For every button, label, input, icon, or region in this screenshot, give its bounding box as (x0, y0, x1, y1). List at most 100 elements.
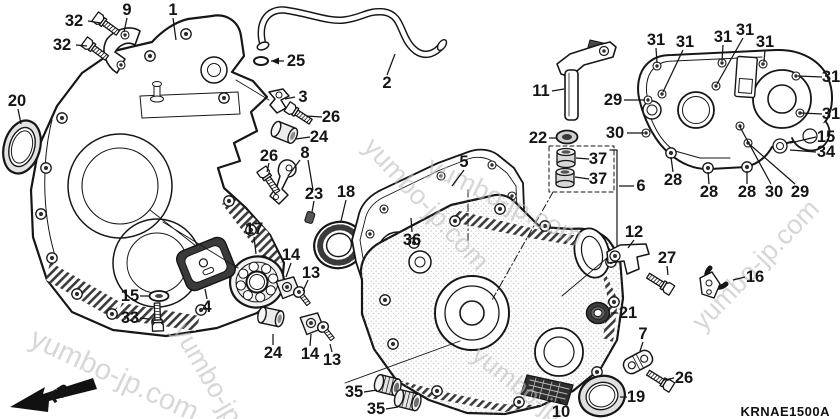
bracket-12 (606, 243, 650, 275)
part-callout-35: 35 (345, 383, 363, 401)
callout-leader-34 (789, 149, 817, 153)
callout-leader-37 (575, 157, 590, 160)
part-callout-1: 1 (168, 1, 177, 19)
leader-arrowhead (271, 57, 279, 65)
part-callout-28: 28 (664, 171, 682, 189)
diagram-artwork: FR. (2, 6, 833, 418)
callout-leader-35 (363, 389, 378, 393)
part-callout-13: 13 (302, 264, 320, 282)
callout-leader-9 (123, 17, 128, 33)
callout-leader-32 (87, 20, 102, 24)
part-callout-31: 31 (736, 21, 754, 39)
part-callout-37: 37 (589, 150, 607, 168)
part-callout-4: 4 (202, 298, 212, 316)
part-callout-25: 25 (287, 52, 305, 70)
part-callout-18: 18 (337, 183, 355, 201)
callout-leader-16 (732, 276, 746, 281)
part-callout-14: 14 (301, 345, 320, 363)
callout-leader-4 (204, 288, 208, 300)
callout-leader-7 (639, 341, 644, 352)
part-callout-13: 13 (323, 351, 341, 369)
callout-leader-30 (739, 126, 772, 185)
part-callout-21: 21 (619, 304, 637, 322)
callout-leader-20 (17, 108, 22, 125)
part-callout-31: 31 (714, 28, 732, 46)
part-callout-22: 22 (529, 129, 547, 147)
callout-leader-31 (797, 75, 823, 78)
right-crankcase-half (359, 193, 625, 416)
part-callout-28: 28 (700, 183, 718, 201)
fr-label: FR. (47, 379, 77, 406)
callout-leader-32 (75, 44, 88, 47)
callout-leader-36 (410, 217, 413, 233)
clamp-16 (699, 265, 729, 299)
part-callout-31: 31 (822, 68, 840, 86)
seal-washer-22 (555, 129, 579, 145)
callout-leader-31 (716, 37, 744, 85)
part-callout-26: 26 (322, 108, 340, 126)
part-callout-29: 29 (604, 91, 622, 109)
callout-leader-14 (285, 262, 292, 278)
breather-tube (256, 6, 448, 59)
part-callout-24: 24 (264, 344, 283, 362)
callout-leader-28 (670, 156, 674, 173)
joint-plate-7 (622, 349, 654, 375)
callout-leader-23 (311, 200, 315, 213)
part-callout-15: 15 (817, 128, 835, 146)
part-callout-17: 17 (245, 220, 263, 238)
pin-23 (304, 211, 316, 224)
stay-plate (103, 27, 141, 74)
part-callout-6: 6 (636, 177, 645, 195)
callout-leader-13 (302, 279, 309, 292)
drain-plate-10 (520, 374, 574, 406)
fr-arrow-shape (10, 378, 97, 412)
callout-leader-18 (340, 199, 347, 222)
flange-bolt-27 (644, 270, 676, 296)
callout-leader-24 (295, 136, 311, 140)
collar-24-upper (268, 119, 301, 146)
part-callout-10: 10 (552, 403, 570, 419)
callout-leader-3 (284, 96, 296, 100)
part-callout-14: 14 (282, 246, 301, 264)
part-callout-19: 19 (627, 388, 645, 406)
callout-leader-27 (666, 265, 669, 276)
callout-leader-33 (139, 317, 150, 320)
part-callout-23: 23 (305, 185, 323, 203)
flange-bolt-26-c (644, 367, 676, 393)
part-callout-20: 20 (8, 92, 26, 110)
callout-leader-31 (721, 44, 724, 62)
construction-lines (149, 79, 608, 384)
centre-lines (467, 189, 554, 301)
group-6-dashed-box (548, 145, 615, 193)
part-callout-5: 5 (459, 153, 468, 171)
callout-leader-2 (386, 53, 396, 76)
callout-leader-31 (800, 112, 823, 115)
watermark-text: yumbo-jp.com (686, 193, 825, 336)
callout-leader-26 (663, 377, 675, 381)
part-callout-29: 29 (791, 183, 809, 201)
part-callout-15: 15 (121, 287, 139, 305)
part-callout-9: 9 (122, 1, 131, 19)
callout-leader-31 (655, 47, 658, 64)
part-callout-35: 35 (367, 400, 385, 418)
rubber-37-a (556, 147, 576, 169)
part-callout-7: 7 (638, 325, 647, 343)
part-callout-31: 31 (647, 31, 665, 49)
part-callout-31: 31 (676, 33, 694, 51)
washer-15 (148, 290, 170, 302)
part-callout-12: 12 (625, 223, 643, 241)
callout-leader-28 (707, 171, 710, 185)
right-side-cover (637, 48, 833, 174)
callout-leader-12 (627, 239, 635, 249)
part-callout-36: 36 (403, 231, 421, 249)
callout-leader-31 (763, 49, 766, 63)
collar-24-lower (255, 305, 286, 329)
part-callout-31: 31 (756, 33, 774, 51)
part-callout-16: 16 (746, 268, 764, 286)
callout-leader-8 (307, 159, 314, 191)
part-callout-8: 8 (300, 144, 309, 162)
callout-leader-35 (385, 406, 399, 410)
part-callout-32: 32 (53, 36, 71, 54)
part-callout-31: 31 (822, 105, 840, 123)
